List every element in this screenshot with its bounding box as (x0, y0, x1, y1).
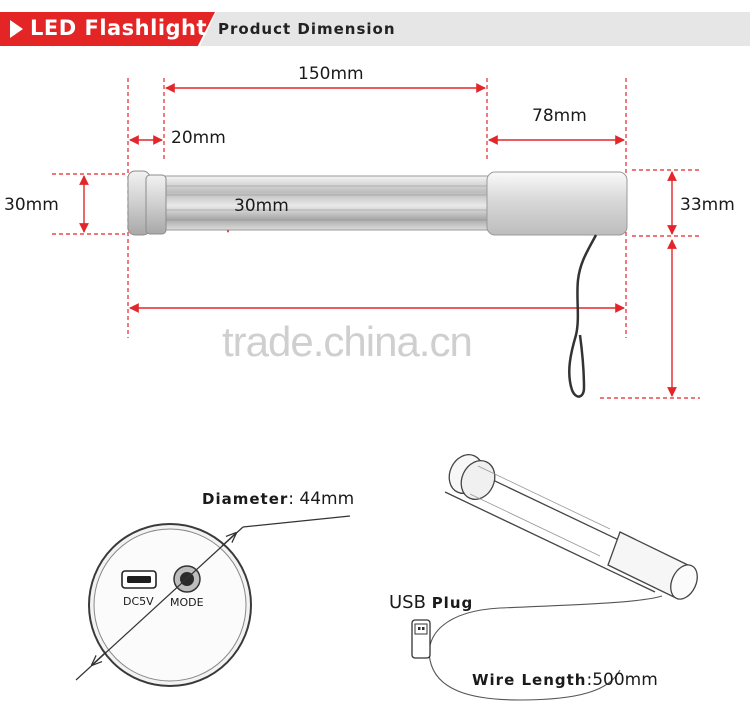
end-view-illustration (75, 515, 351, 687)
dimension-label-diameter-handle: 33mm (680, 195, 735, 215)
button-label: MODE (170, 596, 204, 609)
usb-plug-label: USB Plug (389, 592, 473, 613)
diameter-label: Diameter: 44mm (202, 489, 354, 509)
dimension-label-diameter-tube: 30mm (234, 196, 289, 216)
header-bar: LED Flashlight Product Dimension (0, 12, 750, 46)
flashlight-illustration (127, 170, 628, 398)
wire-length-label: Wire Length:500mm (472, 670, 658, 690)
header-title: LED Flashlight (30, 16, 208, 40)
diameter-label-text: Diameter (202, 490, 289, 508)
port-label: DC5V (123, 595, 154, 608)
dimension-label-length: 150mm (298, 64, 364, 84)
header-red-band (0, 12, 215, 46)
dimension-arrows (79, 83, 677, 397)
watermark: trade.china.cn (222, 318, 473, 365)
header-subtitle: Product Dimension (218, 20, 396, 38)
usb-label: USB (389, 592, 426, 613)
play-icon (10, 20, 23, 38)
plug-label: Plug (431, 594, 474, 612)
diameter-value: : 44mm (288, 489, 355, 509)
wire-value: :500mm (586, 670, 658, 690)
dimension-label-diameter-left: 30mm (4, 195, 59, 215)
side-view-illustration (411, 454, 698, 701)
header-gray-band (200, 12, 750, 46)
dimension-label-cap: 20mm (171, 128, 226, 148)
dimension-label-handle: 78mm (532, 106, 587, 126)
wire-label: Wire Length (472, 671, 587, 689)
